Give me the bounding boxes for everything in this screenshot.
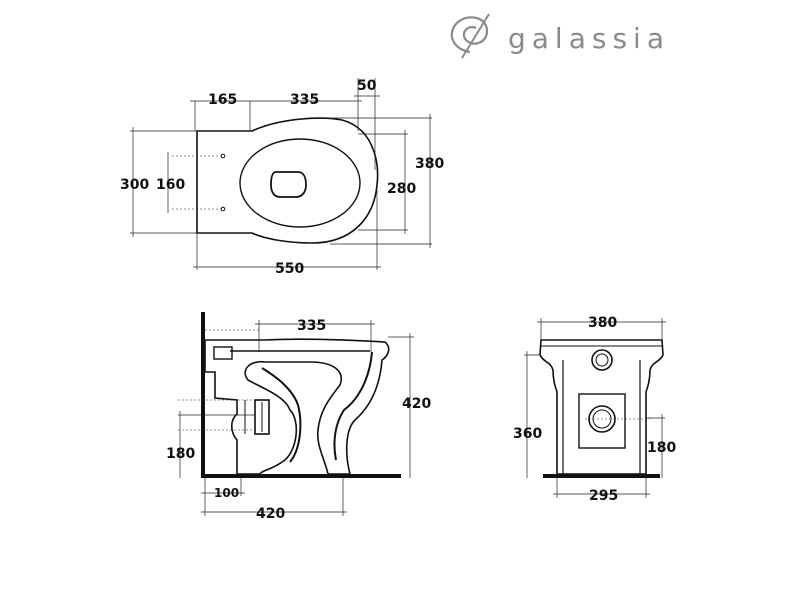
top-dim-165: 165 (208, 92, 237, 108)
top-fixing-hole-lower (220, 206, 226, 212)
side-dim-335: 335 (297, 318, 326, 334)
side-view-trap (261, 367, 302, 463)
front-dim-380: 380 (588, 315, 617, 331)
top-dim-335: 335 (290, 92, 319, 108)
side-view-body (204, 338, 390, 475)
top-dim-160: 160 (156, 177, 185, 193)
side-dim-420-height: 420 (402, 396, 431, 412)
galassia-swirl-logo-icon (450, 13, 490, 59)
top-view-drain (270, 171, 307, 198)
front-dim-180: 180 (647, 440, 676, 456)
brand-name: galassia (508, 22, 670, 55)
front-view: 380 360 180 295 (513, 315, 676, 504)
side-view: 335 420 180 100 420 (166, 312, 431, 522)
top-dim-550: 550 (275, 261, 304, 277)
top-dim-50: 50 (357, 78, 377, 94)
floor (201, 474, 401, 478)
top-dim-280: 280 (387, 181, 416, 197)
side-dim-100: 100 (214, 486, 239, 500)
front-dim-295: 295 (589, 488, 618, 504)
front-floor (543, 474, 660, 478)
top-dim-380: 380 (415, 156, 444, 172)
top-view: 165 335 50 380 280 300 160 550 (120, 78, 444, 277)
top-fixing-hole-upper (220, 153, 226, 159)
front-dim-360: 360 (513, 426, 542, 442)
top-dim-300: 300 (120, 177, 149, 193)
side-view-bowl-inner (333, 351, 373, 461)
brand-logo: galassia (450, 13, 670, 59)
top-view-bowl (239, 138, 361, 228)
side-dim-180: 180 (166, 446, 195, 462)
top-view-outline (196, 117, 379, 244)
front-outlet-frame (578, 393, 626, 449)
wall (201, 312, 205, 478)
front-top-inlet (591, 349, 613, 371)
side-dim-420-depth: 420 (256, 506, 285, 522)
